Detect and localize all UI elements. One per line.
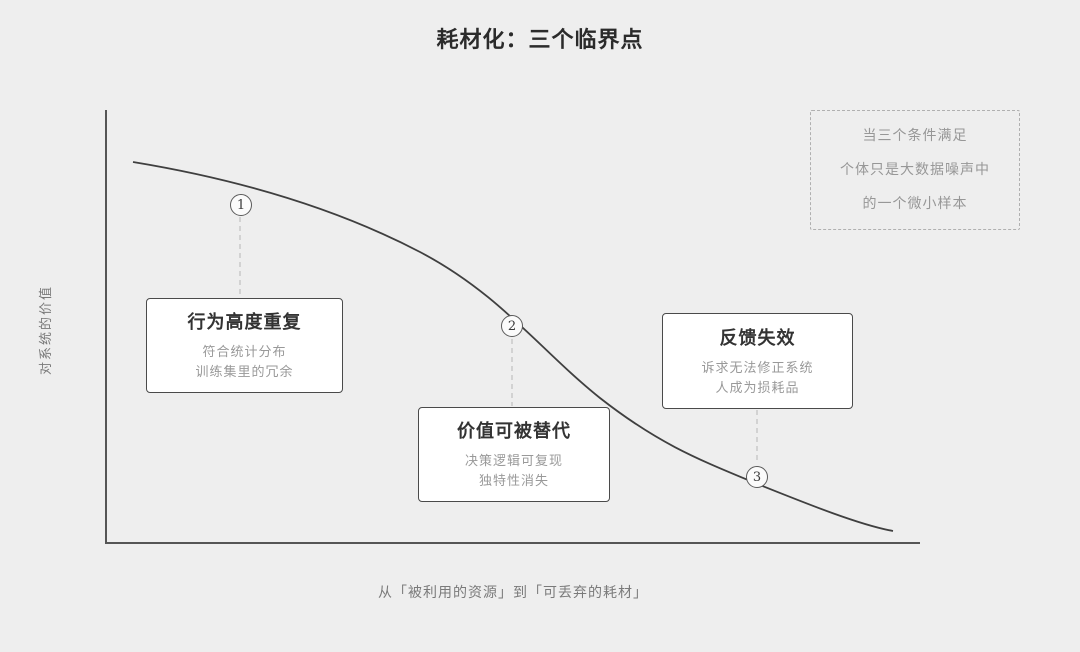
callout-desc-line: 人成为损耗品	[715, 380, 800, 396]
callout-title: 行为高度重复	[187, 312, 302, 333]
callout-desc-line: 诉求无法修正系统	[701, 360, 814, 376]
condition-note-box: 当三个条件满足 个体只是大数据噪声中 的一个微小样本	[810, 110, 1020, 230]
callout-desc-line: 训练集里的冗余	[195, 365, 294, 380]
callout-title: 价值可被替代	[457, 421, 571, 442]
note-line: 个体只是大数据噪声中	[840, 162, 990, 178]
callout-box-replaceable-value: 价值可被替代 决策逻辑可复现 独特性消失	[418, 407, 610, 502]
note-line: 的一个微小样本	[862, 196, 968, 212]
callout-box-feedback-failure: 反馈失效 诉求无法修正系统 人成为损耗品	[662, 313, 853, 409]
curve-marker-2: 2	[501, 315, 523, 337]
curve-marker-3: 3	[746, 466, 768, 488]
callout-title: 反馈失效	[719, 327, 796, 349]
x-axis-label: 从「被利用的资源」到「可丢弃的耗材」	[378, 585, 648, 601]
callout-desc-line: 独特性消失	[478, 474, 549, 489]
page-title: 耗材化：三个临界点	[436, 28, 644, 53]
value-decline-curve	[132, 161, 894, 532]
curve-marker-1: 1	[230, 194, 252, 216]
callout-box-behavior-repetition: 行为高度重复 符合统计分布 训练集里的冗余	[146, 298, 343, 393]
note-line: 当三个条件满足	[862, 128, 968, 144]
callout-desc-line: 符合统计分布	[202, 345, 287, 360]
callout-desc-line: 决策逻辑可复现	[464, 454, 563, 469]
